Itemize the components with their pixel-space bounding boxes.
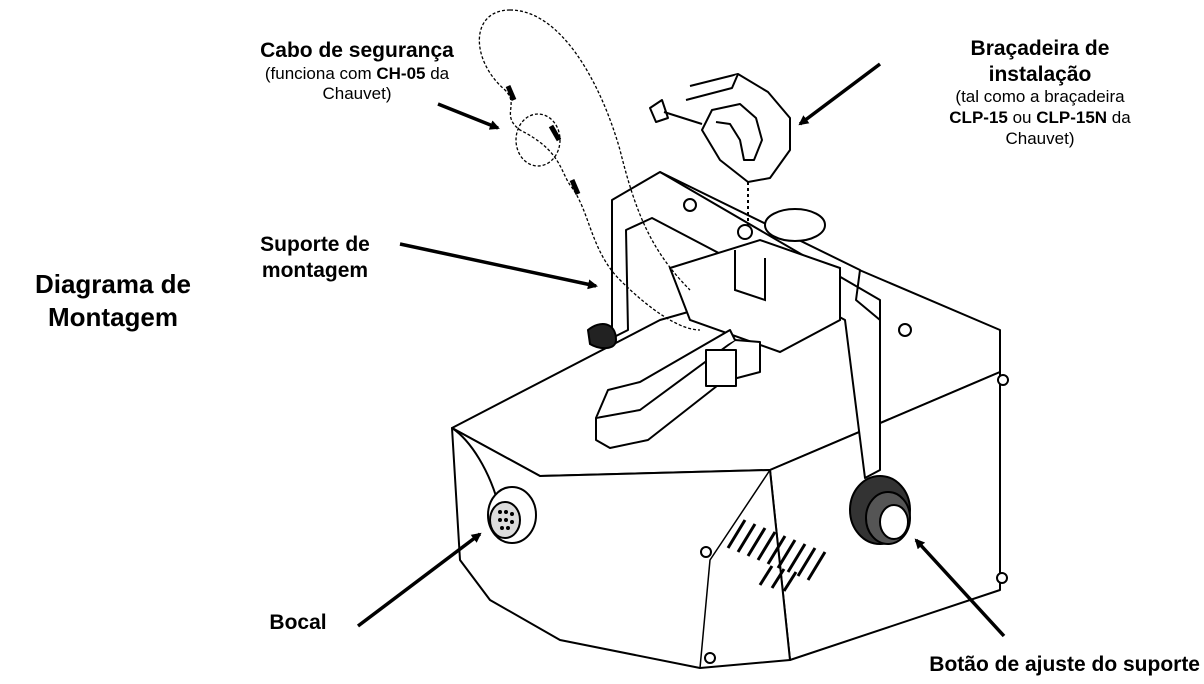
safety-cable-subtext: (funciona com CH-05 da xyxy=(222,64,492,85)
fluid-tank xyxy=(668,208,841,354)
safety-cable-model: CH-05 xyxy=(376,63,426,83)
machine-top-face xyxy=(451,265,1001,477)
rear-knob xyxy=(586,323,618,350)
installation-clamp xyxy=(649,73,791,225)
nozzle-arrow xyxy=(356,532,482,628)
screws xyxy=(700,323,1009,664)
clamp-heading-line1: Braçadeira de xyxy=(970,37,1110,60)
safety-cable-sub-line2: Chauvet) xyxy=(322,84,392,104)
bracket-label-line2: montagem xyxy=(261,258,369,282)
diagram-title: Diagrama de Montagem xyxy=(8,268,218,333)
bracket-label: Suporte de montagem xyxy=(240,232,390,283)
nozzle xyxy=(487,486,537,544)
clamp-model-2: CLP-15N xyxy=(1036,107,1108,127)
clamp-sub-line2: CLP-15 ou CLP-15N da xyxy=(890,108,1190,129)
diagram-title-line1: Diagrama de xyxy=(34,269,192,299)
bracket-label-line1: Suporte de xyxy=(260,233,370,256)
safety-cable-label: Cabo de segurança (funciona com CH-05 da… xyxy=(222,38,492,105)
safety-cable-sub-pre: (funciona com xyxy=(264,63,377,83)
mounting-bracket xyxy=(611,171,881,479)
clamp-sub-line3: Chauvet) xyxy=(1005,128,1075,148)
nozzle-label: Bocal xyxy=(269,611,327,634)
machine-right-face xyxy=(769,371,1001,661)
callout-arrows xyxy=(356,62,1006,638)
safety-cable xyxy=(478,9,701,331)
clamp-heading-line2: instalação xyxy=(988,62,1092,86)
clamp-sub-mid: ou xyxy=(1007,107,1037,127)
bracket-arrow xyxy=(399,242,598,290)
adjust-knob-arrow xyxy=(914,538,1006,638)
machine-front-face xyxy=(451,427,791,669)
adjust-knob-label: Botão de ajuste do suporte xyxy=(929,653,1200,676)
safety-cable-crimps xyxy=(505,85,581,195)
clamp-sub-post: da xyxy=(1107,107,1131,127)
safety-cable-heading: Cabo de segurança xyxy=(260,39,454,62)
clamp-label: Braçadeira de instalação (tal como a bra… xyxy=(890,36,1190,149)
clamp-sub-line1: (tal como a braçadeira xyxy=(955,87,1125,107)
diagram-title-line2: Montagem xyxy=(48,301,178,332)
safety-cable-sub-post: da xyxy=(425,63,450,83)
carry-handle xyxy=(595,329,761,449)
clamp-model-1: CLP-15 xyxy=(949,107,1008,127)
vent-slots xyxy=(726,519,827,592)
safety-cable-arrow xyxy=(437,102,500,130)
clamp-arrow xyxy=(798,62,882,126)
adjust-knob xyxy=(849,475,911,545)
